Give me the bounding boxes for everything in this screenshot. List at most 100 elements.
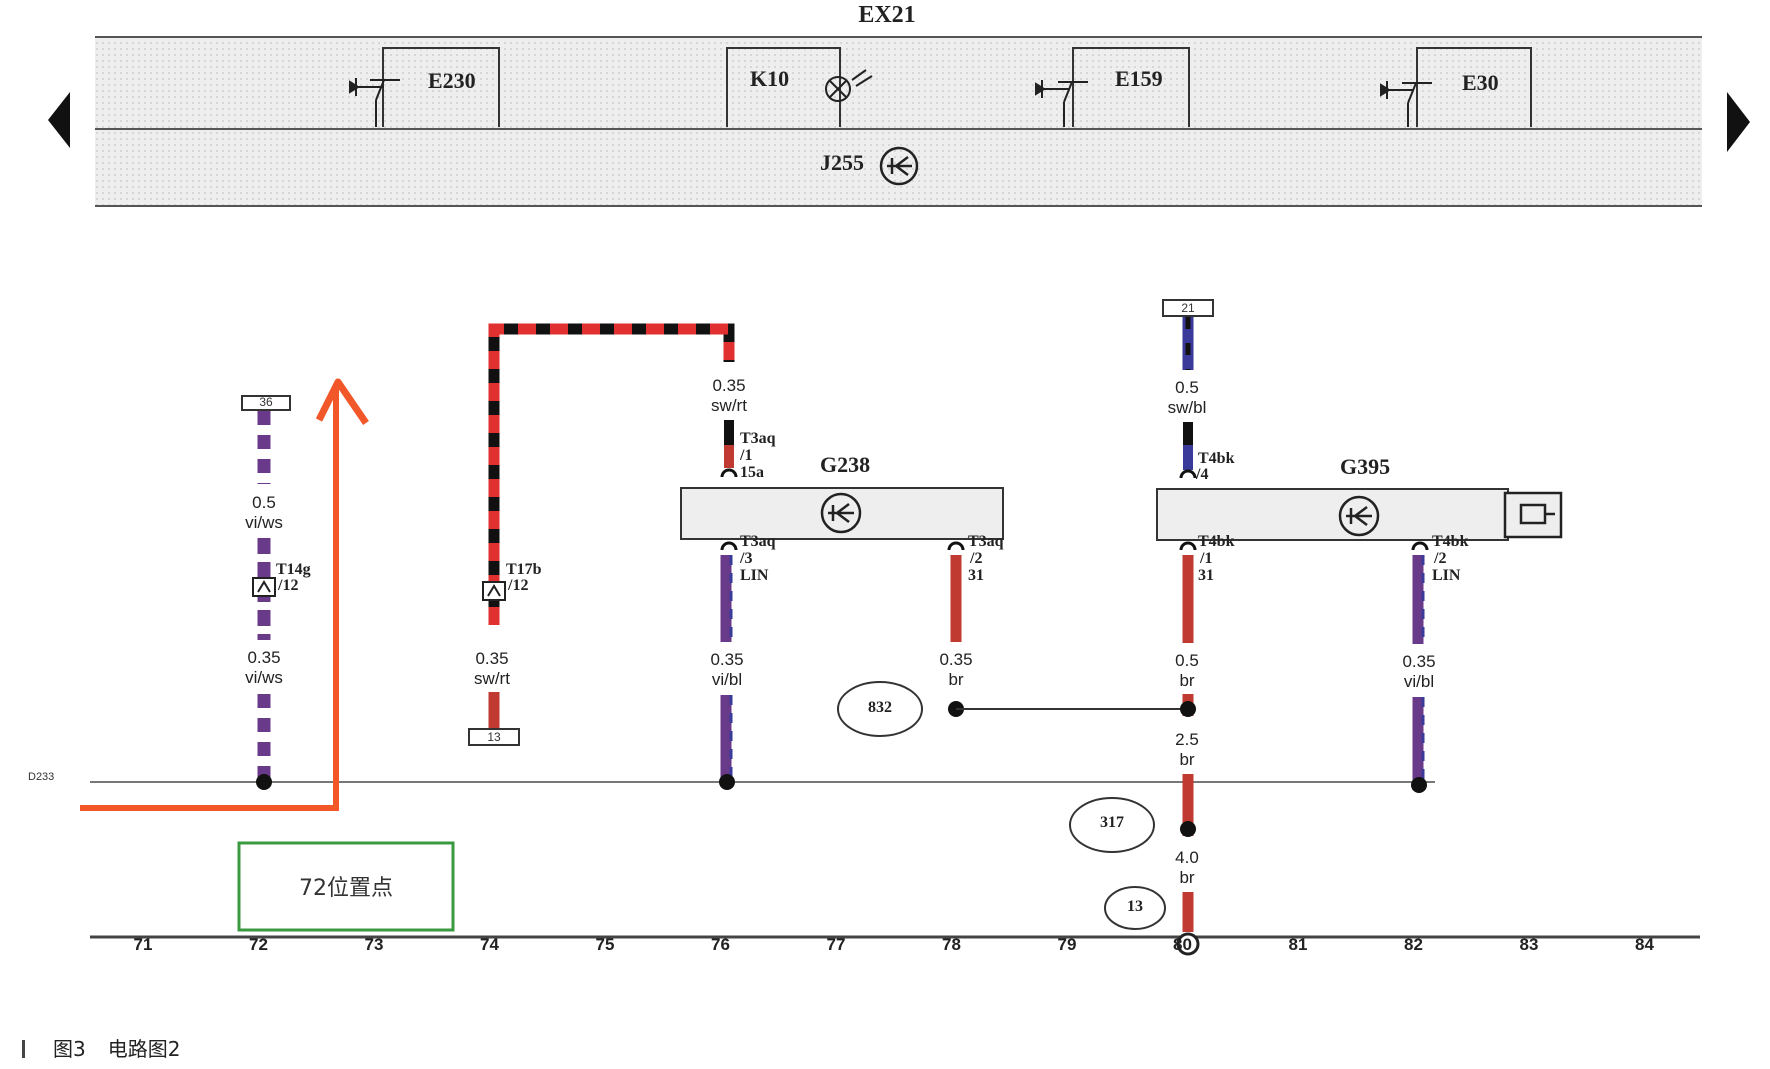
- g395-label: G395: [1340, 454, 1390, 479]
- pin-label: /2: [969, 550, 982, 567]
- caption-title: 电路图2: [107, 1037, 181, 1061]
- column-number: 82: [1404, 935, 1423, 954]
- pin-signal: LIN: [740, 567, 769, 584]
- column-number: 71: [134, 935, 153, 954]
- ground-point-832: 832: [837, 681, 923, 737]
- wire-spec: 0.35: [475, 649, 508, 668]
- column-number: 80: [1173, 935, 1192, 954]
- annotation-arrow: [80, 378, 369, 811]
- g395-box: [1156, 488, 1509, 541]
- wire-color: vi/bl: [1404, 672, 1434, 691]
- wire-spec: 2.5: [1175, 730, 1199, 749]
- terminal-13-label: 13: [487, 730, 501, 744]
- bus-label: D233: [28, 771, 54, 783]
- wire-spec: 0.35: [1402, 652, 1435, 671]
- wire-color: br: [1179, 868, 1194, 887]
- terminal-13-box: [468, 728, 520, 746]
- connector-label: T17b: [506, 561, 542, 578]
- next-arrow-icon[interactable]: [1727, 92, 1750, 152]
- pin-label: /3: [739, 550, 752, 567]
- switch-icon: [1380, 81, 1432, 127]
- connector-label: T4bk: [1198, 533, 1235, 550]
- wire-spec: 0.5: [252, 493, 276, 512]
- splice-dot: [1180, 701, 1196, 717]
- column-number: 81: [1289, 935, 1308, 954]
- column-number: 79: [1058, 935, 1077, 954]
- lamp-icon: [825, 69, 873, 102]
- switch-icon: [349, 78, 400, 127]
- annotation-box: [237, 841, 455, 932]
- wire-13: T17b /12 0.35 sw/rt 13: [468, 323, 735, 746]
- column-number: 72: [249, 935, 268, 954]
- ground-point-317: 317: [1069, 797, 1155, 853]
- splice-dot: [719, 774, 735, 790]
- connector-label: T3aq: [740, 430, 776, 447]
- column-number: 77: [827, 935, 846, 954]
- column-number: 83: [1520, 935, 1539, 954]
- module-g238: 0.35 sw/rt T3aq /1 15a G238 T3aq /3 LIN …: [680, 376, 1186, 790]
- switch-icon: [1035, 80, 1088, 127]
- wire-color: br: [948, 670, 963, 689]
- wire-color: vi/ws: [245, 513, 283, 532]
- pin-signal: 15a: [740, 464, 764, 481]
- wire-spec: 0.35: [712, 376, 745, 395]
- column-number: 74: [480, 935, 499, 954]
- caption-bar-icon: [22, 1040, 25, 1058]
- connector-label: T4bk: [1432, 533, 1469, 550]
- column-number: 84: [1635, 935, 1654, 954]
- wire-spec: 4.0: [1175, 848, 1199, 867]
- ground-point-label: 832: [868, 699, 892, 716]
- terminal-36-box: [241, 395, 291, 411]
- e30-label: E30: [1462, 70, 1499, 95]
- ground-point-label: 13: [1127, 898, 1143, 915]
- sensor-icon: [1503, 491, 1563, 539]
- wire-color: sw/rt: [711, 396, 747, 415]
- header-band: [95, 36, 1702, 207]
- wire-color: sw/bl: [1168, 398, 1207, 417]
- column-number: 76: [711, 935, 730, 954]
- column-number: 73: [365, 935, 384, 954]
- component-e159: E159: [1035, 47, 1190, 127]
- ground-point-13: 13: [1104, 886, 1166, 930]
- g238-label: G238: [820, 452, 870, 477]
- terminal-21-label: 21: [1181, 301, 1195, 315]
- figure-caption: 图3 电路图2: [22, 1033, 180, 1062]
- header-title: EX21: [858, 2, 915, 28]
- component-e30: E30: [1380, 47, 1532, 127]
- pin-label: /2: [1433, 550, 1446, 567]
- wire-spec: 0.35: [710, 650, 743, 669]
- connector-label: T3aq: [968, 533, 1004, 550]
- module-g395: 21 0.5 sw/bl T4bk /4 G395 T4bk /1 31 0.5…: [1156, 299, 1563, 956]
- wire-color: sw/rt: [474, 669, 510, 688]
- caption-figure-number: 图3: [53, 1037, 86, 1061]
- pin-signal: 31: [1198, 567, 1214, 584]
- annotation-text: 72位置点: [299, 876, 393, 901]
- pin-label: /1: [739, 447, 752, 464]
- e159-label: E159: [1115, 66, 1163, 91]
- control-unit-icon: [879, 146, 919, 186]
- k10-label: K10: [750, 66, 789, 91]
- terminal-21-box: [1162, 299, 1214, 317]
- wire-color: br: [1179, 750, 1194, 769]
- wire-spec: 0.5: [1175, 378, 1199, 397]
- wire-color: br: [1179, 671, 1194, 690]
- column-number: 78: [942, 935, 961, 954]
- pin-label: /12: [277, 577, 298, 594]
- pin-signal: 31: [968, 567, 984, 584]
- splice-dot: [1411, 777, 1427, 793]
- splice-dot: [1180, 821, 1196, 837]
- wire-spec: 0.35: [247, 648, 280, 667]
- ground-terminal-icon: [1176, 932, 1200, 956]
- control-unit-icon: [820, 492, 862, 534]
- connector-label: T3aq: [740, 533, 776, 550]
- pin-signal: LIN: [1432, 567, 1461, 584]
- prev-arrow-icon[interactable]: [48, 92, 70, 148]
- wire-spec: 0.5: [1175, 651, 1199, 670]
- terminal-36-label: 36: [259, 395, 273, 409]
- j255-label: J255: [820, 150, 864, 175]
- pin-label: /12: [507, 577, 528, 594]
- connector-label: T4bk: [1198, 450, 1235, 467]
- pin-label: /1: [1199, 550, 1212, 567]
